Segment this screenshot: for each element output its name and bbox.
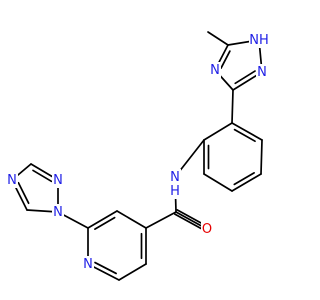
atom-t2: NH [249,32,269,48]
bond-p5-p6 [87,210,118,229]
bond-layer [11,31,263,281]
bond-me-t1 [207,31,229,46]
atom-t3-background [256,64,268,80]
bond-r4-r5-inner [17,181,30,205]
atom-r4-background [6,172,18,188]
bond-r2-r3-inner [32,169,53,183]
bond-p2-p3 [118,263,147,281]
atom-nh-background [169,169,181,199]
atom-label-p4: N [83,257,93,272]
atom-r4: N [6,172,18,188]
atom-r2-background [52,172,64,188]
atom-t5-background [209,62,221,78]
bond-p5-p6-inner [94,216,116,231]
bond-b3-b4-inner [233,171,255,186]
atom-label-r1: N [53,205,63,220]
atom-p4: N [82,256,94,272]
bond-t4-b1 [231,89,234,124]
bond-b3-b4 [231,173,262,192]
atom-o-background [201,221,213,237]
atom-r1-background [52,204,64,220]
atom-label-t3: N [257,65,267,80]
atom-p4-background [82,256,94,272]
atom-label-o: O [202,222,212,237]
bond-co-p1 [145,211,177,229]
bond-b2-b3 [260,139,263,175]
bond-b1-b2 [231,122,263,141]
bond-t3-t4-inner [234,70,256,85]
atom-r1: N [52,204,64,220]
bond-b4-b5 [203,173,233,192]
bond-co-o-a [173,213,207,232]
atom-t5: N [209,62,221,78]
atom-label-r4: N [7,173,17,188]
bond-b1-b2-inner [233,128,256,143]
atom-r2: N [52,172,64,188]
bond-p6-p1 [116,210,147,229]
bond-t5-t1-inner [220,50,231,69]
atom-label-t2: NH [249,33,269,48]
atom-t3: N [256,64,268,80]
atom-label-r2: N [53,173,63,188]
bond-p3-p4-inner [94,261,117,275]
atom-t2-background [249,32,269,48]
atom-o: O [201,221,213,237]
bond-b6-b1 [203,122,233,141]
atom-label-t5: N [210,63,220,78]
